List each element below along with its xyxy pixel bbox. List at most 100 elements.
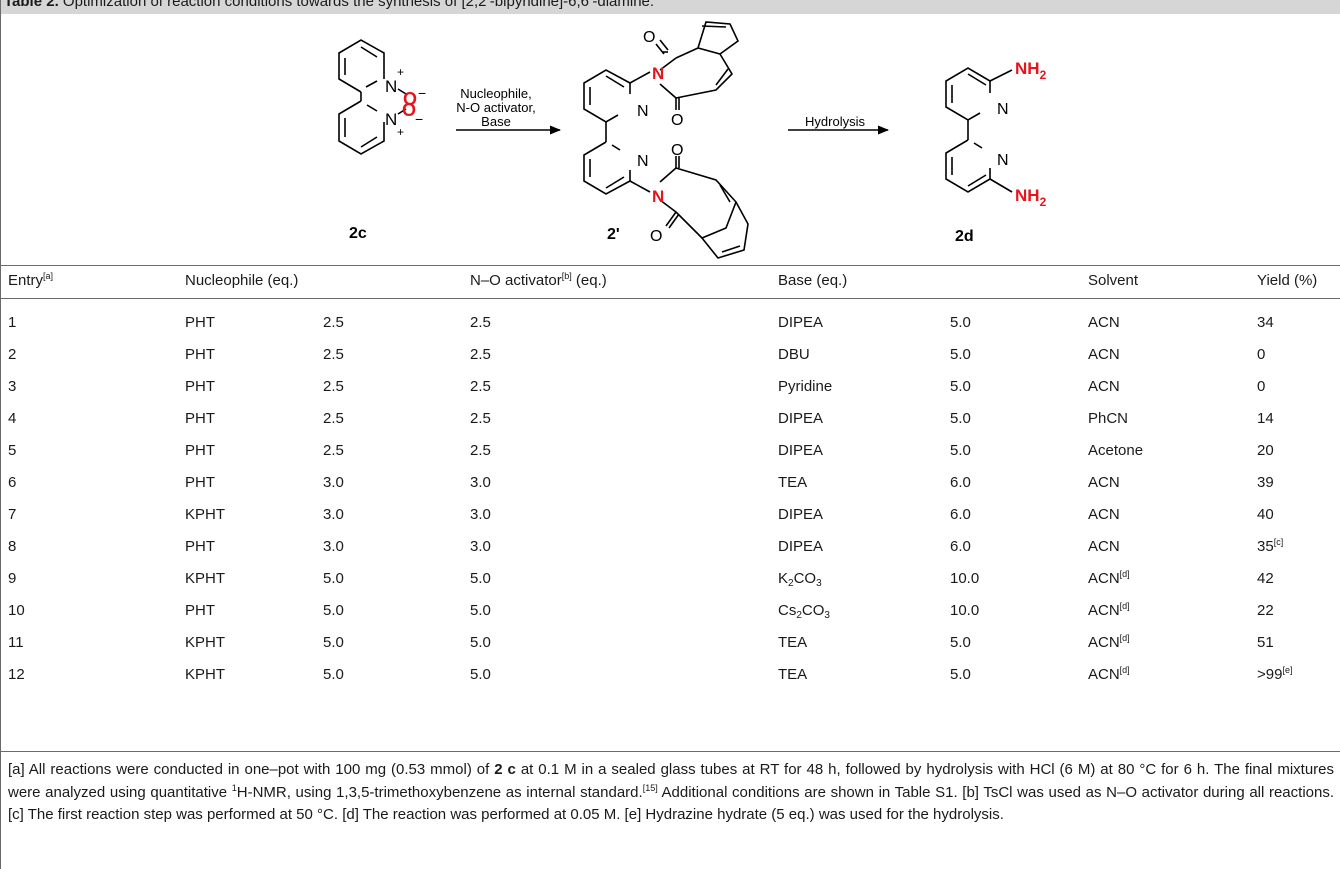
header-activator: N–O activator[b] (eq.): [470, 271, 607, 290]
cell-entry: 4: [8, 410, 17, 427]
cell-nucleophile-eq: 2.5: [323, 410, 344, 427]
cell-activator-eq: 5.0: [470, 666, 491, 683]
rule-header: [0, 298, 1340, 299]
step1-line2: N-O activator,: [456, 100, 535, 115]
header-nucleophile: Nucleophile (eq.): [185, 272, 299, 289]
header-entry: Entry[a]: [8, 271, 54, 290]
atom-n-imide: N: [652, 187, 664, 206]
charge-minus: −: [415, 111, 423, 127]
cell-nucleophile-eq: 5.0: [323, 602, 344, 619]
atom-n-pyridine: N: [997, 101, 1009, 118]
compound-label-2d: 2d: [955, 228, 974, 245]
cell-activator-eq: 3.0: [470, 474, 491, 491]
cell-base-eq: 10.0: [950, 570, 980, 587]
cell-yield: 40: [1257, 506, 1274, 523]
cell-base-eq: 5.0: [950, 378, 971, 395]
atom-o: O: [671, 142, 683, 159]
cell-activator-eq: 5.0: [470, 634, 491, 651]
amine-group-bottom: NH2: [1015, 186, 1047, 209]
cell-nucleophile: PHT: [185, 314, 215, 331]
cell-base-eq: 5.0: [950, 666, 971, 683]
cell-base-eq: 5.0: [950, 314, 971, 331]
cell-entry: 10: [8, 602, 25, 619]
cell-base-eq: 6.0: [950, 474, 971, 491]
cell-nucleophile: PHT: [185, 442, 215, 459]
cell-solvent: ACN[d]: [1088, 633, 1130, 652]
atom-n: N: [385, 110, 397, 129]
header-yield: Yield (%): [1257, 272, 1318, 289]
cell-solvent: Acetone: [1088, 442, 1144, 459]
atom-n-pyridine: N: [637, 153, 649, 170]
cell-activator-eq: 5.0: [470, 570, 491, 587]
cell-solvent: ACN[d]: [1088, 569, 1130, 588]
cell-nucleophile-eq: 5.0: [323, 570, 344, 587]
cell-nucleophile: PHT: [185, 474, 215, 491]
compound-label-2prime: 2': [607, 226, 620, 243]
cell-base: DBU: [778, 346, 810, 363]
cell-activator-eq: 2.5: [470, 410, 491, 427]
cell-nucleophile-eq: 3.0: [323, 474, 344, 491]
cell-nucleophile: PHT: [185, 410, 215, 427]
cell-nucleophile-eq: 5.0: [323, 666, 344, 683]
cell-nucleophile: PHT: [185, 602, 215, 619]
charge-plus: +: [397, 125, 404, 139]
caption-text: Optimization of reaction conditions towa…: [62, 0, 655, 10]
cell-yield: 0: [1257, 346, 1266, 363]
cell-entry: 12: [8, 666, 25, 683]
cell-nucleophile-eq: 2.5: [323, 314, 344, 331]
atom-n-pyridine: N: [997, 152, 1009, 169]
rule-top: [0, 265, 1340, 266]
atom-o: O: [403, 89, 417, 109]
cell-base: TEA: [778, 634, 808, 651]
cell-solvent: ACN: [1088, 346, 1120, 363]
cell-activator-eq: 2.5: [470, 378, 491, 395]
cell-nucleophile: PHT: [185, 378, 215, 395]
cell-solvent: ACN: [1088, 378, 1120, 395]
cell-base-eq: 5.0: [950, 346, 971, 363]
cell-base: TEA: [778, 474, 808, 491]
cell-entry: 5: [8, 442, 17, 459]
table-caption: Table 2. Optimization of reaction condit…: [0, 0, 1340, 14]
charge-plus: +: [397, 65, 404, 79]
cell-yield: 14: [1257, 410, 1274, 427]
cell-nucleophile: PHT: [185, 538, 215, 555]
atom-o: O: [402, 100, 416, 120]
cell-base: Pyridine: [778, 378, 833, 395]
cell-base-eq: 5.0: [950, 410, 971, 427]
cell-activator-eq: 2.5: [470, 442, 491, 459]
cell-nucleophile-eq: 2.5: [323, 378, 344, 395]
cell-base: DIPEA: [778, 314, 824, 331]
cell-yield: >99[e]: [1257, 665, 1293, 684]
cell-yield: 35[c]: [1257, 537, 1284, 556]
cell-entry: 6: [8, 474, 17, 491]
cell-solvent: ACN: [1088, 314, 1120, 331]
cell-solvent: PhCN: [1088, 410, 1129, 427]
cell-base-eq: 10.0: [950, 602, 980, 619]
step2-label: Hydrolysis: [805, 114, 865, 129]
compound-2d-structure: [945, 67, 1013, 193]
cell-solvent: ACN[d]: [1088, 601, 1130, 620]
cell-solvent: ACN: [1088, 474, 1120, 491]
cell-yield: 34: [1257, 314, 1274, 331]
cell-nucleophile: KPHT: [185, 506, 226, 523]
cell-base: DIPEA: [778, 410, 824, 427]
cell-nucleophile: KPHT: [185, 634, 226, 651]
atom-o: O: [650, 228, 662, 245]
cell-base: Cs2CO3: [778, 602, 830, 621]
cell-yield: 20: [1257, 442, 1274, 459]
atom-o: O: [643, 29, 655, 46]
cell-yield: 39: [1257, 474, 1274, 491]
cell-entry: 9: [8, 570, 17, 587]
cell-nucleophile: KPHT: [185, 666, 226, 683]
header-base: Base (eq.): [778, 272, 848, 289]
table-footnotes: [a] All reactions were conducted in one–…: [8, 761, 1335, 823]
cell-solvent: ACN: [1088, 538, 1120, 555]
cell-nucleophile: PHT: [185, 346, 215, 363]
cell-base: TEA: [778, 666, 808, 683]
cell-base-eq: 6.0: [950, 506, 971, 523]
cell-entry: 2: [8, 346, 17, 363]
cell-yield: 0: [1257, 378, 1266, 395]
cell-yield: 22: [1257, 602, 1274, 619]
cell-activator-eq: 5.0: [470, 602, 491, 619]
cell-activator-eq: 2.5: [470, 314, 491, 331]
